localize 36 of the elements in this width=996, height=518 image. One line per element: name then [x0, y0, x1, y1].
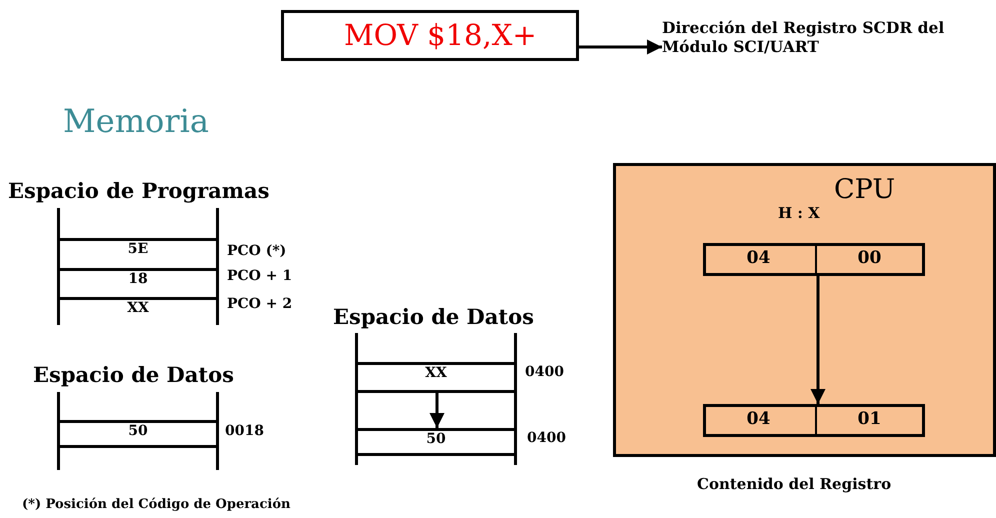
instruction-text: MOV $18,X+ [344, 18, 537, 52]
memory-space-heading: Espacio de Datos [333, 304, 534, 329]
arrow [579, 40, 662, 54]
memory-cell [358, 362, 514, 393]
memory-cell [358, 428, 514, 456]
memory-cell [60, 420, 216, 448]
register-box [703, 404, 925, 437]
memory-value: 5E [126, 241, 150, 257]
cpu-box [613, 163, 996, 457]
footnote: (*) Posición del Código de Operación [22, 497, 290, 512]
register-value: 00 [856, 248, 882, 268]
memory-value: 50 [425, 431, 447, 447]
memory-address: 0400 [525, 364, 564, 380]
memory-address: PCO + 1 [227, 268, 292, 284]
memory-value: 50 [127, 423, 149, 439]
memory-value: XX [424, 365, 448, 381]
section-heading: Memoria [63, 102, 209, 140]
memory-value: 18 [127, 271, 149, 287]
register-address-text: Dirección del Registro SCDR del Módulo SCI/UART [662, 18, 962, 56]
register-value: 04 [746, 409, 772, 429]
register-value: 04 [746, 248, 772, 268]
arrow [810, 276, 826, 404]
memory-address: 0018 [225, 423, 264, 439]
register-label: H : X [778, 204, 820, 222]
memory-space-heading: Espacio de Programas [8, 178, 270, 203]
register-contents-label: Contenido del Registro [697, 475, 892, 493]
instruction-box [281, 10, 579, 61]
cpu-title: CPU [834, 174, 896, 205]
memory-address: PCO (*) [227, 243, 286, 259]
memory-space-heading: Espacio de Datos [33, 362, 234, 387]
register-box [703, 243, 925, 276]
register-value: 01 [856, 409, 882, 429]
memory-address: PCO + 2 [227, 296, 292, 312]
memory-address: 0400 [527, 430, 566, 446]
memory-value: XX [126, 300, 150, 316]
arrow [430, 393, 444, 428]
